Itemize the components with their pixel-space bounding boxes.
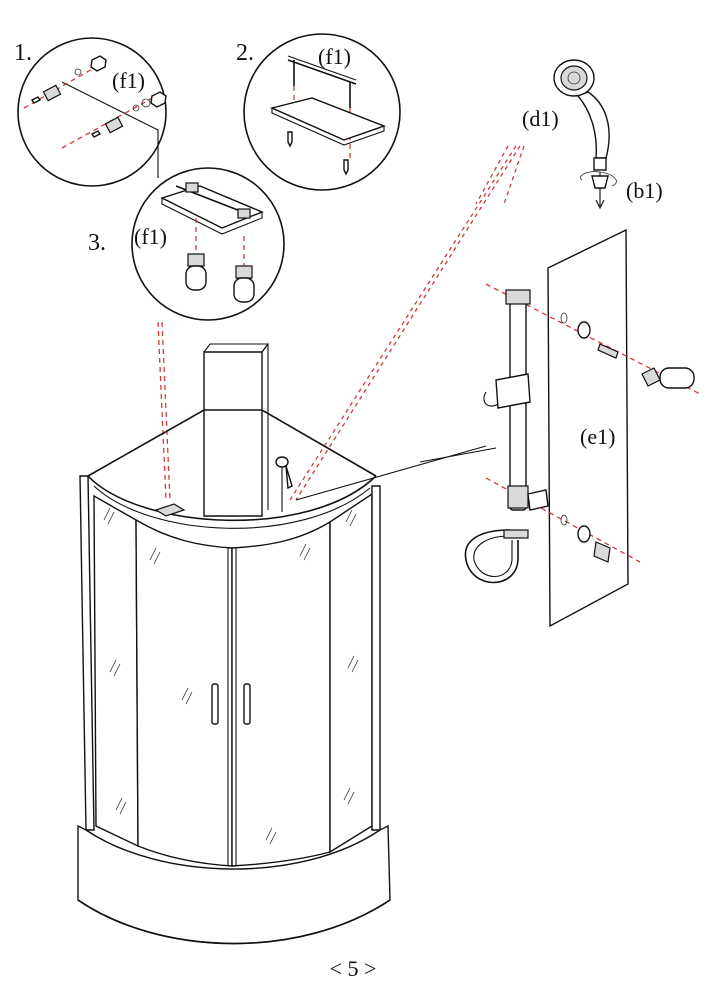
step-2-number: 2. — [236, 40, 254, 66]
step-2-detail — [243, 33, 401, 191]
hose-connector-label: (b1) — [626, 178, 663, 203]
hand-shower-detail — [553, 59, 617, 210]
slide-rail-detail — [295, 228, 701, 628]
step-1-part-label: (f1) — [112, 68, 145, 93]
step-1-number: 1. — [14, 40, 32, 66]
step-3-leader-line — [157, 321, 167, 501]
slide-rail-label: (e1) — [580, 424, 615, 449]
page-number: < 5 > — [330, 956, 377, 981]
step-2-part-label: (f1) — [318, 44, 351, 69]
step-3-detail — [131, 167, 285, 321]
hand-shower-label: (d1) — [522, 106, 559, 131]
step-1-detail — [17, 37, 167, 187]
shower-cabin — [77, 343, 391, 945]
step-3-part-label: (f1) — [134, 224, 167, 249]
hand-shower-leader-line — [289, 145, 517, 501]
step-3-number: 3. — [88, 230, 106, 256]
